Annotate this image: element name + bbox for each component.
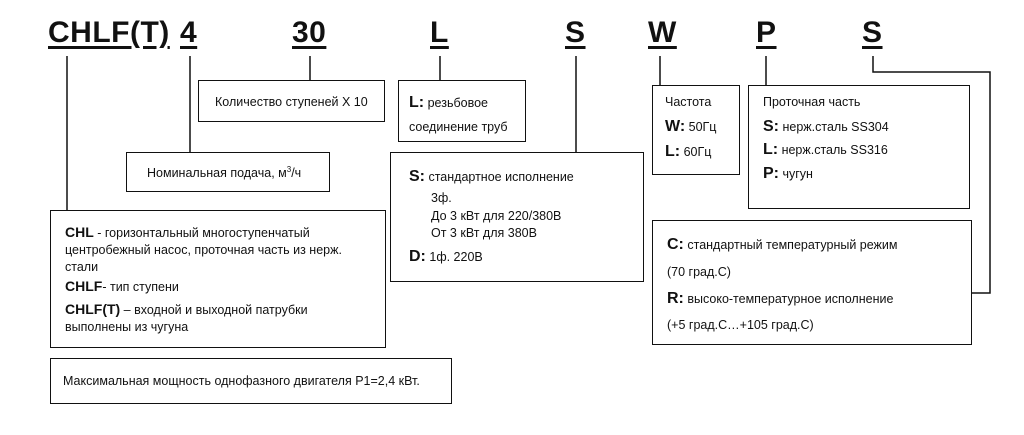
design-3ph: 3ф. [431,191,452,205]
stages-text: Количество ступеней Х 10 [215,95,368,109]
code-series: CHLF(T) [48,16,170,49]
code-flow: 4 [180,16,198,49]
temperature-r-line2: (+5 град.С…+105 град.С) [667,318,814,332]
temperature-box: C: стандартный температурный режим (70 г… [652,220,972,345]
series-chl: CHL - горизонтальный многоступенчатый [65,224,310,240]
code-material: P [756,16,777,49]
code-temperature: S [862,16,883,49]
series-chl-line2: центробежный насос, проточная часть из н… [65,243,342,257]
frequency-l: L: 60Гц [665,143,712,160]
series-chlft-line2: выполнены из чугуна [65,320,189,334]
code-frequency: W [648,16,677,49]
frequency-box: Частота W: 50Гц L: 60Гц [652,85,740,175]
code-connection: L [430,16,449,49]
series-chlft: CHLF(T) – входной и выходной патрубки [65,301,308,317]
flow-box: Номинальная подача, м3/ч [126,152,330,192]
flow-text: Номинальная подача, м3/ч [147,165,302,181]
temperature-r: R: высоко-температурное исполнение [667,290,894,307]
power-box: Максимальная мощность однофазного двигат… [50,358,452,404]
code-stages: 30 [292,16,327,49]
connection-line2: соединение труб [409,120,508,134]
material-l: L: нерж.сталь SS316 [763,141,888,158]
design-from: От 3 кВт для 380В [431,226,537,240]
series-chlf: CHLF- тип ступени [65,278,179,294]
material-box: Проточная часть S: нерж.сталь SS304 L: н… [748,85,970,209]
code-design: S [565,16,586,49]
connector-temperature [872,56,991,294]
material-p: P: чугун [763,165,813,182]
power-text: Максимальная мощность однофазного двигат… [63,374,420,388]
temperature-c: C: стандартный температурный режим [667,236,898,253]
connection-line1: L: резьбовое [409,94,488,111]
series-chl-line3: стали [65,260,99,274]
design-s-line: S: стандартное исполнение [409,168,574,185]
design-box: S: стандартное исполнение 3ф. До 3 кВт д… [390,152,644,282]
frequency-title: Частота [665,95,712,109]
stages-box: Количество ступеней Х 10 [198,80,385,122]
design-up-to: До 3 кВт для 220/380В [431,209,562,223]
design-d-line: D: 1ф. 220В [409,248,483,265]
frequency-w: W: 50Гц [665,118,717,135]
series-box: CHL - горизонтальный многоступенчатый це… [50,210,386,348]
material-s: S: нерж.сталь SS304 [763,118,889,135]
temperature-c-line2: (70 град.С) [667,265,731,279]
material-title: Проточная часть [763,95,861,109]
connection-box: L: резьбовое соединение труб [398,80,526,142]
